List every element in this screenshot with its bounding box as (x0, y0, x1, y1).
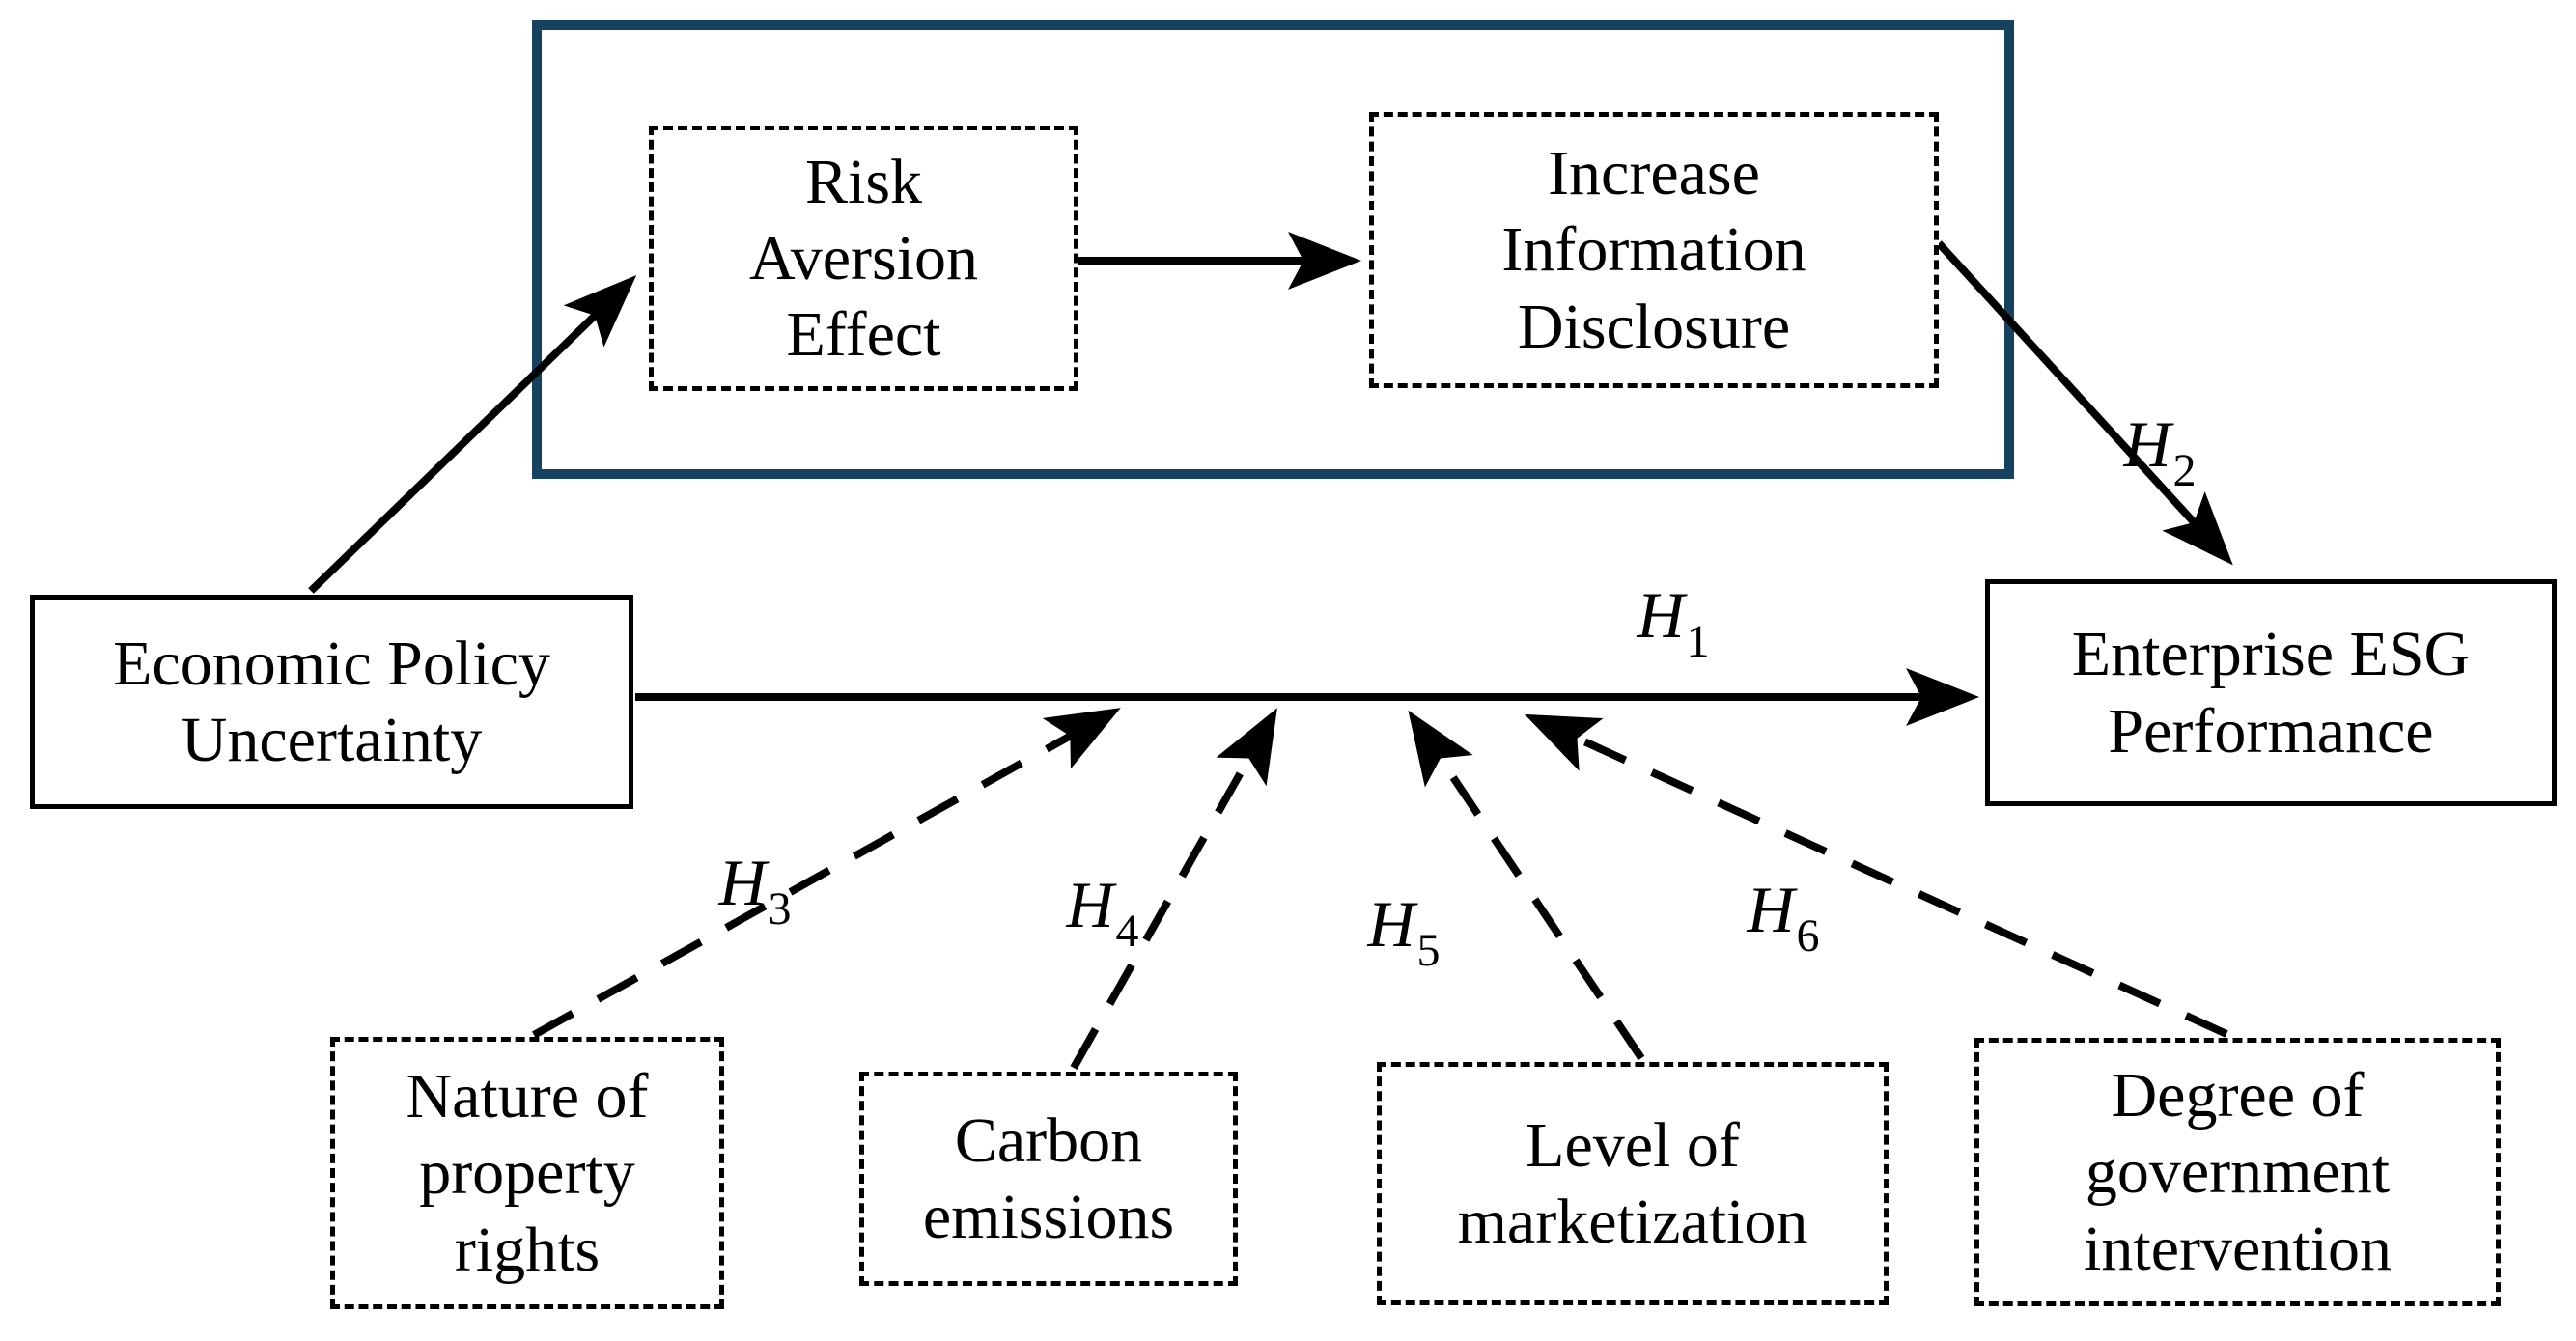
node-label-line: Degree of (2111, 1060, 2365, 1131)
node-enterprise-esg-performance: Enterprise ESG Performance (1985, 579, 2557, 806)
arrow-epu-to-risk-aversion (308, 275, 637, 594)
node-label-line: Effect (786, 299, 941, 371)
hypothesis-subscript: 5 (1416, 925, 1441, 976)
hypothesis-subscript: 2 (2172, 445, 2197, 496)
node-nature-of-property-rights: Nature of property rights (330, 1037, 724, 1309)
node-label-line: Nature of (406, 1061, 649, 1132)
hypothesis-label-h3: H3 (718, 845, 791, 936)
node-label-line: Increase (1548, 138, 1760, 210)
hypothesis-subscript: 1 (1686, 616, 1710, 667)
hypothesis-label-h4: H4 (1066, 867, 1138, 958)
hypothesis-label-h6: H6 (1747, 872, 1819, 963)
node-risk-aversion-effect: Risk Aversion Effect (649, 126, 1078, 391)
node-label-line: Enterprise ESG (2071, 619, 2471, 690)
node-label-line: property (419, 1137, 635, 1209)
node-level-of-marketization: Level of marketization (1377, 1062, 1889, 1305)
node-label-line: intervention (2084, 1213, 2392, 1284)
node-label-line: government (2085, 1136, 2391, 1208)
arrow-h4-carbon-emissions-moderator (1070, 708, 1277, 1070)
hypothesis-label-h2: H2 (2123, 406, 2196, 497)
node-carbon-emissions: Carbon emissions (859, 1072, 1238, 1286)
hypothesis-base: H (718, 846, 767, 919)
hypothesis-base: H (1367, 887, 1415, 961)
node-label-line: Level of (1526, 1109, 1740, 1181)
arrow-h2-disclosure-to-esg (1936, 240, 2233, 566)
node-label-line: Aversion (748, 222, 979, 293)
hypothesis-subscript: 3 (768, 883, 792, 935)
node-degree-of-government-intervention: Degree of government intervention (1974, 1038, 2501, 1306)
node-label-line: emissions (922, 1182, 1175, 1252)
arrow-h5-marketization-moderator (1408, 710, 1645, 1061)
arrow-h3-property-rights-moderator (532, 708, 1121, 1039)
arrow-h6-government-intervention-moderator (1524, 713, 2228, 1038)
hypothesis-label-h5: H5 (1367, 886, 1440, 977)
hypothesis-subscript: 4 (1115, 906, 1139, 957)
node-label-line: Performance (2108, 695, 2434, 767)
node-label-line: Carbon (954, 1104, 1143, 1176)
hypothesis-base: H (2123, 407, 2171, 481)
hypothesis-label-h1: H1 (1637, 577, 1709, 668)
node-increase-information-disclosure: Increase Information Disclosure (1369, 112, 1939, 388)
node-label-line: Uncertainty (181, 705, 483, 775)
node-label-line: Information (1501, 214, 1806, 286)
hypothesis-base: H (1747, 873, 1795, 946)
node-economic-policy-uncertainty: Economic Policy Uncertainty (30, 595, 633, 809)
mediation-frame (532, 20, 2014, 479)
hypothesis-subscript: 6 (1796, 910, 1820, 962)
node-label-line: Risk (804, 146, 923, 217)
hypothesis-base: H (1637, 578, 1685, 652)
hypothesis-base: H (1066, 868, 1114, 941)
node-label-line: Economic Policy (113, 628, 550, 699)
node-label-line: Disclosure (1517, 291, 1791, 362)
node-label-line: rights (454, 1214, 601, 1285)
node-label-line: marketization (1457, 1187, 1808, 1257)
